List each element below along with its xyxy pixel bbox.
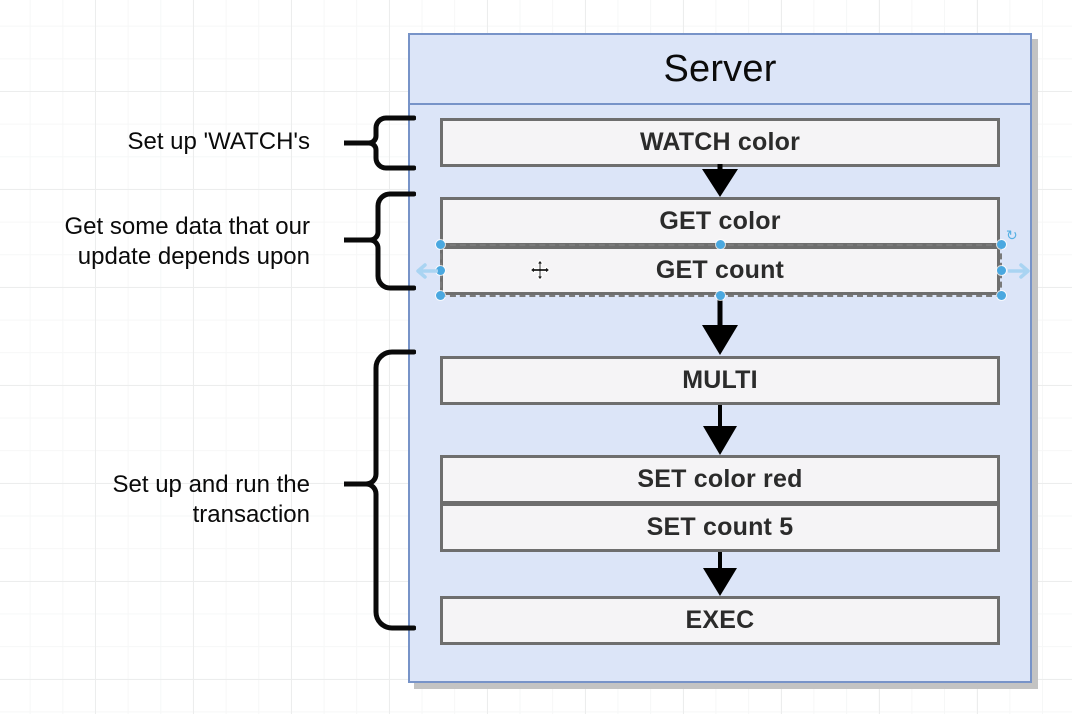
command-box-watch-color[interactable]: WATCH color (440, 118, 1000, 167)
server-panel-title: Server (410, 35, 1030, 105)
command-box-exec[interactable]: EXEC (440, 596, 1000, 645)
arrow-multi-to-set (698, 405, 742, 457)
annotation-label-set-up-watches: Set up 'WATCH's (127, 128, 310, 155)
command-box-set-count-5[interactable]: SET count 5 (440, 503, 1000, 552)
move-cursor (529, 259, 551, 286)
selection-handle-bottom-center[interactable] (716, 291, 725, 300)
arrow-watch-to-get (698, 163, 742, 201)
selection-handle-top-right[interactable] (997, 240, 1006, 249)
command-box-get-color[interactable]: GET color (440, 197, 1000, 246)
arrow-left-icon[interactable] (412, 261, 439, 286)
brace-set-up-watches (341, 112, 417, 179)
selection-handle-top-center[interactable] (716, 240, 725, 249)
brace-get-some-data (341, 188, 417, 311)
rotate-icon[interactable]: ↻ (1006, 228, 1018, 244)
arrow-get-to-multi (698, 297, 742, 357)
command-box-set-color-red[interactable]: SET color red (440, 455, 1000, 504)
arrow-right-icon[interactable] (1007, 261, 1034, 286)
annotation-label-get-some-data: Get some data that our update depends up… (64, 213, 310, 270)
command-box-multi[interactable]: MULTI (440, 356, 1000, 405)
selection-handle-bottom-right[interactable] (997, 291, 1006, 300)
selection-handle-bottom-left[interactable] (436, 291, 445, 300)
annotation-label-set-up-and-run: Set up and run the transaction (112, 471, 310, 528)
arrow-set-to-exec (698, 552, 742, 598)
command-box-get-count[interactable]: GET count (440, 246, 1000, 295)
selection-handle-top-left[interactable] (436, 240, 445, 249)
brace-set-up-and-run (341, 346, 417, 651)
selection-handle-middle-left[interactable] (436, 266, 445, 275)
selection-handle-middle-right[interactable] (997, 266, 1006, 275)
